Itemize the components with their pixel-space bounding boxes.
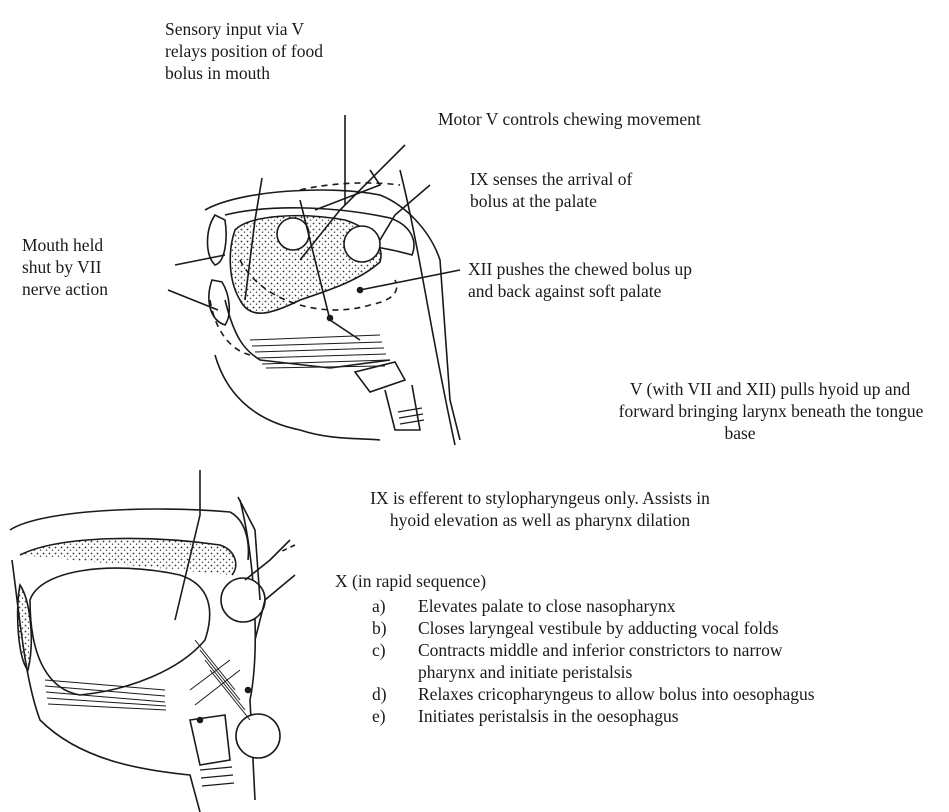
label-line: IX is efferent to stylopharyngeus only. …: [325, 487, 755, 509]
label-mouth-held: Mouth held shut by VII nerve action: [22, 234, 108, 300]
list-item: d) Relaxes cricopharyngeus to allow bolu…: [372, 683, 947, 705]
larynx-2: [190, 715, 230, 765]
label-line: Sensory input via V: [165, 18, 323, 40]
label-motor-v: Motor V controls chewing movement: [438, 108, 701, 130]
label-ix-efferent: IX is efferent to stylopharyngeus only. …: [325, 487, 755, 531]
nerve-x-branch: [245, 540, 290, 580]
list-marker: b): [372, 617, 387, 639]
list-text: Relaxes cricopharyngeus to allow bolus i…: [418, 683, 815, 705]
label-line: Mouth held: [22, 234, 108, 256]
list-text: Elevates palate to close nasopharynx: [418, 595, 676, 617]
list-text: Initiates peristalsis in the oesophagus: [418, 705, 679, 727]
list-marker: e): [372, 705, 386, 727]
list-item: pharynx and initiate peristalsis: [372, 661, 947, 683]
label-sensory-input: Sensory input via V relays position of f…: [165, 18, 323, 84]
constrictor-hatch: [190, 640, 250, 720]
label-line: base: [560, 422, 949, 444]
list-item: e) Initiates peristalsis in the oesophag…: [372, 705, 947, 727]
label-xii-pushes: XII pushes the chewed bolus up and back …: [468, 258, 692, 302]
x-steps-list: a) Elevates palate to close nasopharynx …: [372, 595, 947, 755]
label-line: and back against soft palate: [468, 280, 692, 302]
list-text: Closes laryngeal vestibule by adducting …: [418, 617, 779, 639]
label-line: hyoid elevation as well as pharynx dilat…: [325, 509, 755, 531]
list-text: pharynx and initiate peristalsis: [418, 661, 632, 683]
nerve-dot-2: [246, 688, 251, 693]
label-v-hyoid: V (with VII and XII) pulls hyoid up and …: [560, 378, 949, 444]
trachea-rings-2: [200, 767, 234, 786]
label-line: nerve action: [22, 278, 108, 300]
bolus-4: [236, 714, 280, 758]
list-item: a) Elevates palate to close nasopharynx: [372, 595, 947, 617]
label-line: forward bringing larynx beneath the tong…: [582, 400, 949, 422]
label-line: bolus in mouth: [165, 62, 323, 84]
nerve-dot-1: [198, 718, 203, 723]
label-x-heading: X (in rapid sequence): [335, 570, 486, 592]
label-line: relays position of food: [165, 40, 323, 62]
label-ix-senses: IX senses the arrival of bolus at the pa…: [470, 168, 632, 212]
label-line: XII pushes the chewed bolus up: [468, 258, 692, 280]
label-line: IX senses the arrival of: [470, 168, 632, 190]
list-marker: c): [372, 639, 386, 661]
list-text: Contracts middle and inferior constricto…: [418, 639, 782, 661]
list-item: b) Closes laryngeal vestibule by adducti…: [372, 617, 947, 639]
stipple-front: [18, 585, 32, 670]
label-line: V (with VII and XII) pulls hyoid up and: [580, 378, 949, 400]
list-marker: a): [372, 595, 386, 617]
list-item: c) Contracts middle and inferior constri…: [372, 639, 947, 661]
label-line: bolus at the palate: [470, 190, 632, 212]
list-marker: d): [372, 683, 387, 705]
label-line: shut by VII: [22, 256, 108, 278]
